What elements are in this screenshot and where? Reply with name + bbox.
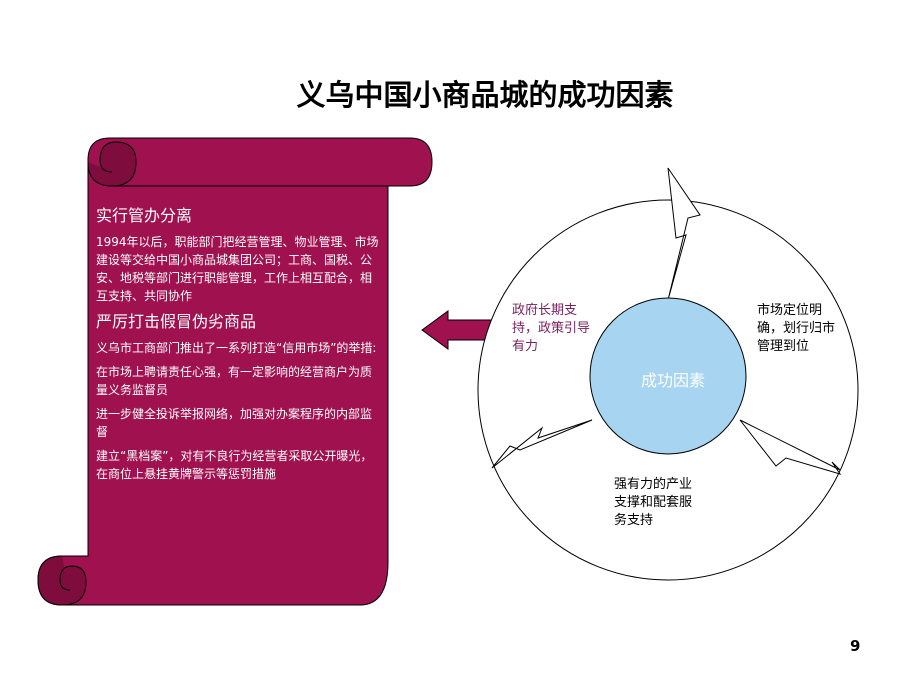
section-2-paragraph-3: 进一步健全投诉举报网络，加强对办案程序的内部监督 — [96, 407, 373, 439]
scroll-bottom-curl — [37, 555, 87, 606]
arrow-top — [667, 167, 701, 301]
factor-right-label: 市场定位明确，划行归市管理到位 — [757, 303, 836, 354]
center-circle — [589, 297, 747, 455]
center-label: 成功因素 — [640, 371, 705, 390]
section-2-paragraph-1: 义乌市工商部门推出了一系列打造“信用市场”的举措: — [96, 341, 377, 355]
section-heading-1: 实行管办分离 — [96, 206, 193, 225]
section-2-paragraph-2: 在市场上聘请责任心强，有一定影响的经营商户为质量义务监督员 — [96, 365, 373, 397]
page-number: 9 — [850, 637, 861, 655]
section-2-paragraph-4: 建立“黑档案”，对有不良行为经营者采取公开曝光，在商位上悬挂黄牌警示等惩罚措施 — [96, 449, 373, 481]
factor-bottom-label: 强有力的产业支撑和配套服务支持 — [614, 477, 693, 528]
scroll-top-curl — [87, 141, 137, 187]
arrow-bottom-right — [739, 419, 842, 475]
section-1-paragraph: 1994年以后，职能部门把经营管理、物业管理、市场建设等交给中国小商品城集团公司… — [96, 235, 379, 303]
section-heading-2: 严厉打击假冒伪劣商品 — [96, 312, 257, 331]
factor-left-label: 政府长期支持，政策引导有力 — [512, 303, 591, 354]
page-title: 义乌中国小商品城的成功因素 — [296, 78, 674, 112]
scroll-content: 实行管办分离 1994年以后，职能部门把经营管理、物业管理、市场建设等交给中国小… — [96, 205, 382, 489]
arrow-bottom-left — [491, 419, 593, 469]
